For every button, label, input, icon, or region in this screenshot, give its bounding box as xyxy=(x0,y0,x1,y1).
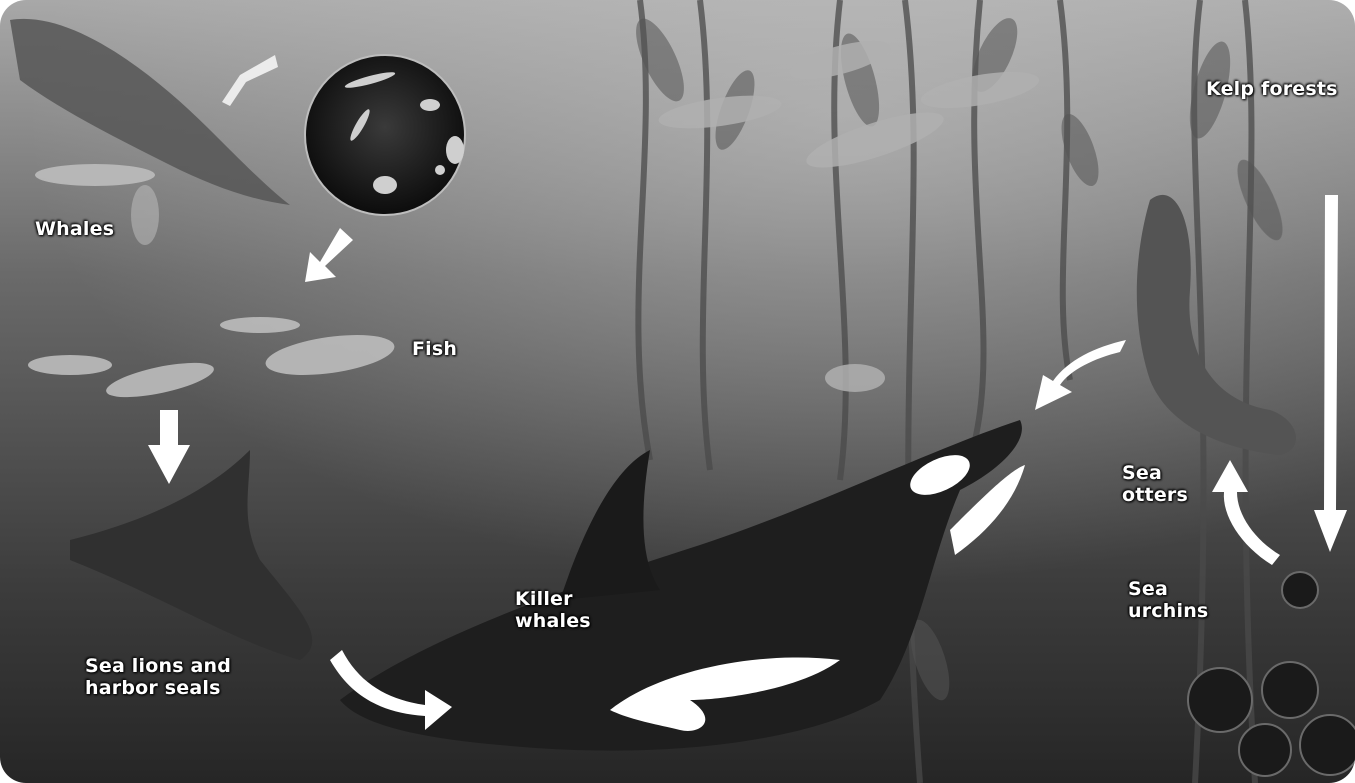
label-kelp-forests: Kelp forests xyxy=(1206,78,1338,100)
label-killer-whales: Killer whales xyxy=(515,588,591,632)
label-sea-lions-harbor-seals: Sea lions and harbor seals xyxy=(85,655,231,699)
label-sea-urchins: Sea urchins xyxy=(1128,578,1208,622)
label-fish: Fish xyxy=(412,338,457,360)
label-whales: Whales xyxy=(35,218,114,240)
label-sea-otters: Sea otters xyxy=(1122,462,1188,506)
